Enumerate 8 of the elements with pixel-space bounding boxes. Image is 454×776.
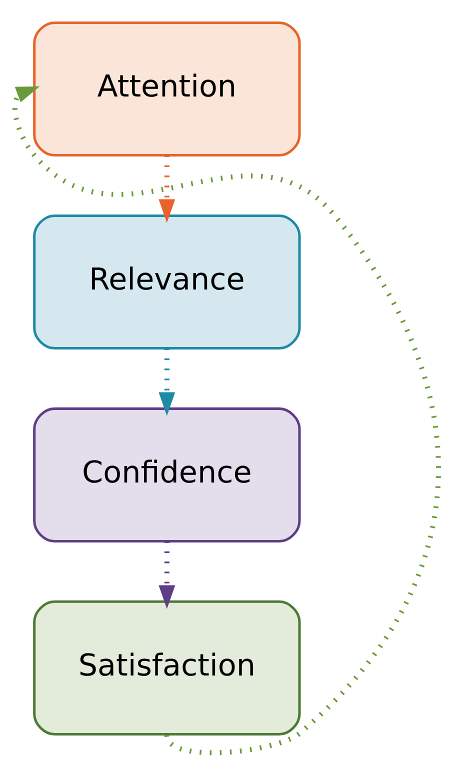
arrow <box>158 155 176 223</box>
node-box: Confidence <box>33 407 301 543</box>
arrow <box>158 348 176 416</box>
node-box: Satisfaction <box>33 600 301 736</box>
arrow <box>12 86 440 756</box>
node-box: Relevance <box>33 214 301 350</box>
arrow <box>158 541 176 609</box>
node-box: Attention <box>33 21 301 157</box>
